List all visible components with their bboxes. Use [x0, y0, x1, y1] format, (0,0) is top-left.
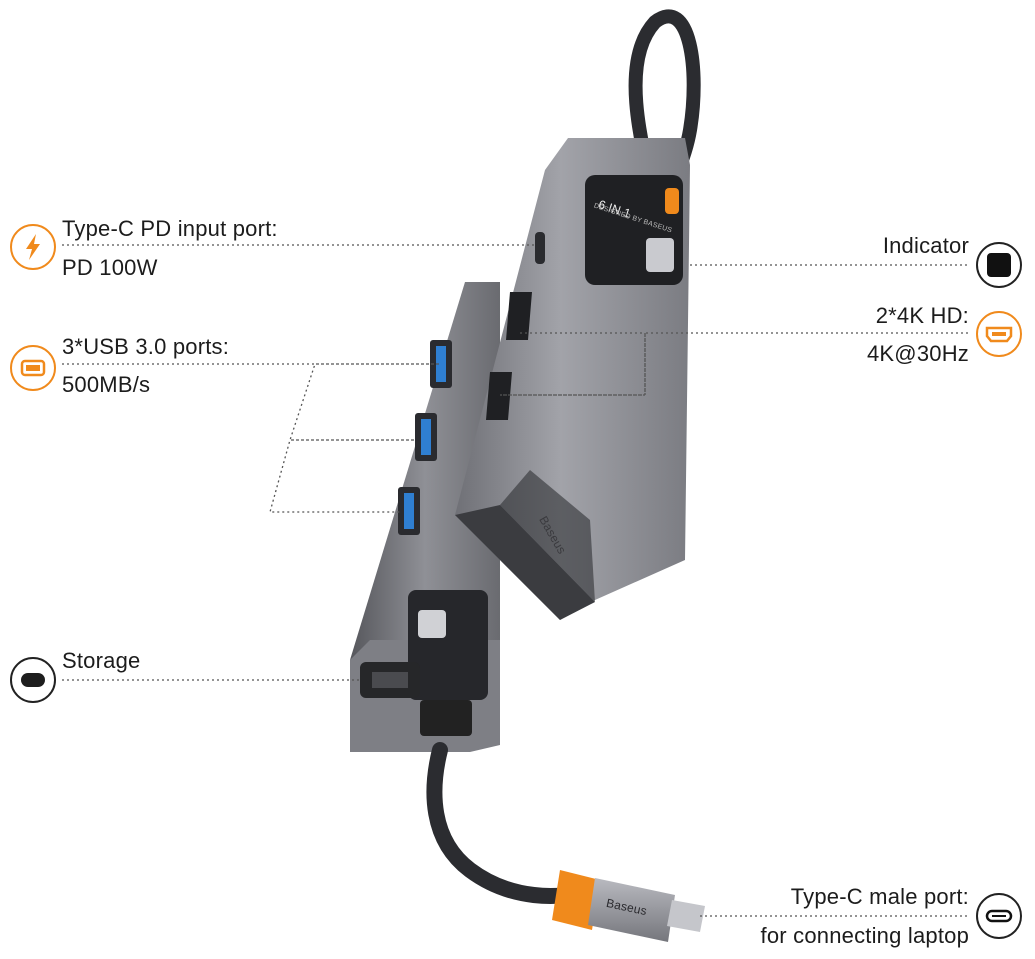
lightning-icon — [10, 224, 56, 270]
card-slot-icon — [10, 657, 56, 703]
type-c-plug — [552, 870, 705, 942]
type-c-pd-label: Type-C PD input port: — [62, 216, 278, 241]
usb-c-icon — [976, 893, 1022, 939]
usb-ports — [398, 340, 452, 535]
type-c-male-spec: for connecting laptop — [760, 923, 969, 948]
usb-port-icon — [10, 345, 56, 391]
type-c-pd-spec: PD 100W — [62, 255, 158, 280]
usb-label: 3*USB 3.0 ports: — [62, 334, 230, 359]
hdmi-spec: 4K@30Hz — [866, 341, 969, 366]
indicator-square-icon — [976, 242, 1022, 288]
usb-spec: 500MB/s — [62, 372, 151, 397]
leader-lines — [62, 244, 970, 917]
storage-label: Storage — [62, 648, 141, 673]
front-hub — [455, 138, 690, 620]
hdmi-label: 2*4K HD: — [875, 303, 969, 328]
back-hub — [350, 282, 500, 752]
indicator-label: Indicator — [882, 233, 969, 258]
type-c-male-label: Type-C male port: — [790, 884, 969, 909]
hdmi-port-icon — [976, 311, 1022, 357]
